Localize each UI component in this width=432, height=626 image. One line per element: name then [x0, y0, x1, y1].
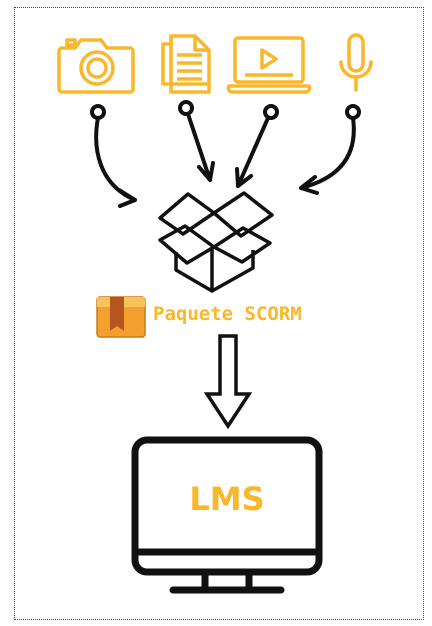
microphone-icon: [339, 33, 373, 92]
camera-connector: [90, 104, 137, 208]
document-icon: [161, 34, 211, 94]
video-icon: [226, 36, 312, 94]
down-arrow: [203, 334, 253, 430]
package-label: Paquete SCORM: [153, 303, 302, 325]
diagram-frame: [14, 7, 424, 620]
connector-arrows: [90, 100, 361, 208]
monitor-icon: [131, 436, 323, 594]
package-icon: [96, 296, 146, 338]
video-connector: [235, 104, 279, 188]
camera-icon: [57, 38, 135, 94]
open-box-icon: [158, 191, 274, 293]
document-connector: [178, 100, 215, 182]
microphone-connector: [299, 104, 361, 195]
lms-label: LMS: [189, 480, 264, 518]
